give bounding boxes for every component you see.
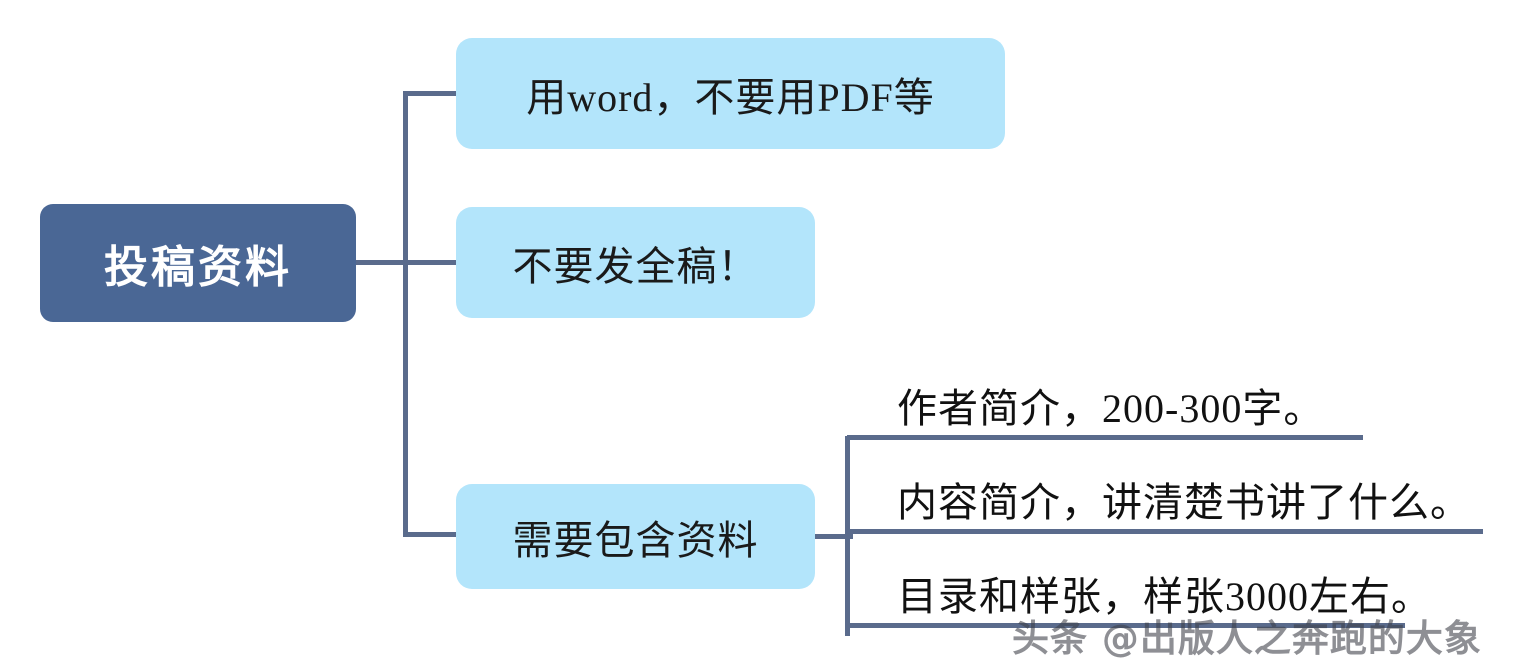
- node-leaf-content-summary[interactable]: 内容简介，讲清楚书讲了什么。: [847, 472, 1483, 534]
- connector-branch2-stem: [815, 534, 853, 539]
- node-leaf-label: 作者简介，200-300字。: [897, 386, 1325, 431]
- connector-branch-0: [403, 91, 461, 96]
- leaf-underline: [847, 529, 1483, 534]
- node-leaf-label: 目录和样张，样张3000左右。: [897, 574, 1432, 619]
- watermark-text: 头条 @出版人之奔跑的大象: [1012, 617, 1482, 660]
- node-branch-label: 不要发全稿！: [512, 243, 759, 289]
- node-branch-use-word[interactable]: 用word，不要用PDF等: [456, 38, 1005, 149]
- node-branch-label: 需要包含资料: [512, 517, 759, 563]
- node-leaf-label: 内容简介，讲清楚书讲了什么。: [897, 480, 1471, 525]
- leaf-underline: [847, 623, 1405, 628]
- node-branch-required-materials[interactable]: 需要包含资料: [456, 484, 815, 589]
- connector-root-stem: [356, 260, 408, 265]
- connector-branch-2: [403, 532, 461, 537]
- node-branch-no-full-draft[interactable]: 不要发全稿！: [456, 207, 815, 318]
- leaf-underline: [847, 435, 1363, 440]
- connector-leaf-trunk: [845, 436, 850, 636]
- node-root-label: 投稿资料: [104, 243, 292, 292]
- node-branch-label: 用word，不要用PDF等: [526, 74, 935, 120]
- node-root[interactable]: 投稿资料: [40, 204, 356, 322]
- connector-branch-1: [403, 260, 461, 265]
- node-leaf-toc-sample[interactable]: 目录和样张，样张3000左右。: [847, 566, 1431, 628]
- node-leaf-author-bio[interactable]: 作者简介，200-300字。: [847, 378, 1363, 440]
- connector-main-trunk: [403, 91, 408, 537]
